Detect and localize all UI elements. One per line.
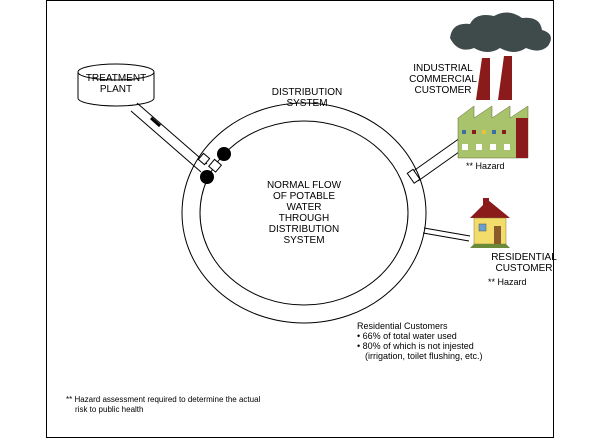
- treatment-plant-label: TREATMENT PLANT: [78, 73, 154, 95]
- industrial-customer-label: INDUSTRIAL COMMERCIAL CUSTOMER: [398, 63, 488, 96]
- industrial-hazard-label: ** Hazard: [466, 161, 505, 171]
- valve-2: [200, 170, 214, 184]
- supply-pipe: [130, 102, 211, 173]
- residential-note-bullet-2: 80% of which is not injested (irrigation…: [357, 341, 489, 361]
- treatment-plant-line-2: PLANT: [99, 84, 133, 95]
- treatment-plant-line-1: TREATMENT: [85, 73, 147, 84]
- normal-flow-line-5: DISTRIBUTION: [268, 224, 340, 235]
- normal-flow-line-6: SYSTEM: [283, 235, 325, 246]
- industrial-line-1: INDUSTRIAL: [413, 63, 473, 74]
- factory-icon: [450, 12, 551, 159]
- residential-service-pipe: [422, 227, 471, 242]
- distribution-system-line-1: DISTRIBUTION: [271, 87, 343, 98]
- industrial-line-3: CUSTOMER: [414, 85, 472, 96]
- industrial-service-pipe: [406, 137, 467, 184]
- hazard-footnote-line-1: ** Hazard assessment required to determi…: [66, 395, 261, 404]
- valve-1: [217, 147, 231, 161]
- distribution-system-line-2: SYSTEM: [286, 98, 328, 109]
- distribution-system-label: DISTRIBUTION SYSTEM: [252, 87, 362, 109]
- distribution-ring-inner: [199, 120, 409, 306]
- residential-note-heading: Residential Customers: [357, 321, 448, 331]
- residential-customers-note: Residential Customers 66% of total water…: [357, 321, 489, 361]
- residential-line-1: RESIDENTIAL: [491, 252, 557, 263]
- residential-hazard-label: ** Hazard: [488, 277, 527, 287]
- normal-flow-label: NORMAL FLOW OF POTABLE WATER THROUGH DIS…: [244, 180, 364, 246]
- hazard-footnote-line-2: risk to public health: [75, 405, 144, 414]
- industrial-line-2: COMMERCIAL: [409, 74, 477, 85]
- hazard-footnote: ** Hazard assessment required to determi…: [66, 395, 260, 415]
- residential-line-2: CUSTOMER: [495, 263, 553, 274]
- residential-note-bullet-1: 66% of total water used: [357, 331, 489, 341]
- residential-customer-label: RESIDENTIAL CUSTOMER: [484, 252, 564, 274]
- normal-flow-line-4: THROUGH: [278, 213, 330, 224]
- house-icon: [470, 198, 510, 248]
- normal-flow-line-1: NORMAL FLOW: [266, 180, 342, 191]
- distribution-ring-outer: [181, 102, 427, 324]
- valve-box: [208, 158, 223, 173]
- treatment-plant-tank: [77, 63, 155, 107]
- normal-flow-line-2: OF POTABLE: [272, 191, 336, 202]
- normal-flow-line-3: WATER: [286, 202, 322, 213]
